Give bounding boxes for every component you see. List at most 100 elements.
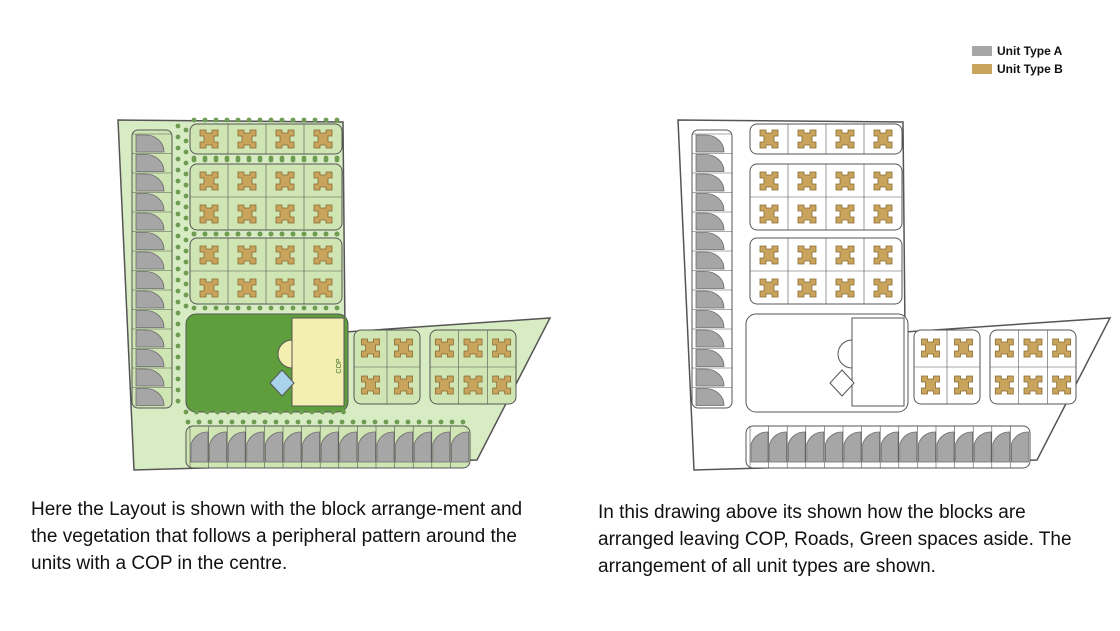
tree bbox=[218, 419, 224, 425]
tree bbox=[183, 171, 189, 177]
tree bbox=[183, 248, 189, 254]
unit-type-a bbox=[695, 349, 725, 367]
tree bbox=[301, 117, 307, 123]
unit-type-b bbox=[199, 129, 219, 149]
tree bbox=[301, 231, 307, 237]
unit-type-b bbox=[199, 171, 219, 191]
unit-type-b bbox=[873, 129, 893, 149]
unit-type-a bbox=[320, 431, 339, 463]
unit-type-b bbox=[492, 338, 512, 358]
unit-type-a bbox=[695, 388, 725, 406]
unit-type-b bbox=[275, 245, 295, 265]
tree bbox=[204, 409, 210, 415]
unit-type-a bbox=[1011, 431, 1029, 463]
unit-type-a bbox=[135, 154, 165, 172]
tree bbox=[290, 231, 296, 237]
tree bbox=[175, 266, 181, 272]
tree bbox=[175, 332, 181, 338]
unit-type-a bbox=[806, 431, 825, 463]
unit-type-b bbox=[361, 375, 380, 395]
tree bbox=[323, 231, 329, 237]
unit-type-a bbox=[413, 431, 432, 463]
tree bbox=[175, 310, 181, 316]
unit-type-b bbox=[1023, 338, 1043, 358]
tree bbox=[330, 409, 336, 415]
tree bbox=[191, 231, 197, 237]
tree bbox=[306, 419, 312, 425]
unit-type-a bbox=[695, 251, 725, 270]
tree bbox=[213, 117, 219, 123]
tree bbox=[323, 117, 329, 123]
legend-item-unit-type-b: Unit Type B bbox=[972, 60, 1063, 78]
tree bbox=[246, 409, 252, 415]
tree bbox=[175, 299, 181, 305]
tree bbox=[361, 419, 367, 425]
unit-type-a bbox=[899, 431, 918, 463]
tree bbox=[235, 305, 241, 311]
tree bbox=[175, 222, 181, 228]
unit-type-b bbox=[492, 375, 512, 395]
unit-type-b bbox=[434, 338, 454, 358]
unit-type-b bbox=[835, 204, 855, 224]
tree bbox=[183, 182, 189, 188]
unit-type-a bbox=[135, 193, 165, 211]
tree bbox=[225, 409, 231, 415]
tree bbox=[175, 365, 181, 371]
caption-right: In this drawing above its shown how the … bbox=[598, 502, 1072, 577]
tree bbox=[328, 419, 334, 425]
legend: Unit Type A Unit Type B bbox=[972, 42, 1063, 78]
tree bbox=[438, 419, 444, 425]
cop-building-curve bbox=[277, 339, 293, 369]
tree bbox=[224, 305, 230, 311]
unit-type-a bbox=[135, 271, 165, 289]
tree bbox=[185, 419, 191, 425]
unit-type-b bbox=[797, 129, 817, 149]
unit-type-b bbox=[797, 171, 817, 191]
unit-type-a bbox=[246, 431, 265, 463]
unit-type-b bbox=[873, 245, 893, 265]
unit-type-b bbox=[275, 278, 295, 298]
tree bbox=[262, 419, 268, 425]
unit-type-a bbox=[339, 431, 358, 463]
tree bbox=[191, 157, 197, 163]
tree bbox=[312, 117, 318, 123]
tree bbox=[334, 117, 340, 123]
water-feature bbox=[269, 369, 295, 397]
unit-type-a bbox=[955, 431, 973, 463]
tree bbox=[175, 277, 181, 283]
legend-label-unit-type-a: Unit Type A bbox=[997, 44, 1063, 58]
unit-type-a bbox=[936, 431, 955, 463]
tree bbox=[191, 117, 197, 123]
unit-type-b bbox=[759, 278, 779, 298]
tree bbox=[183, 127, 189, 133]
tree bbox=[213, 305, 219, 311]
tree bbox=[279, 305, 285, 311]
tree bbox=[196, 419, 202, 425]
tree bbox=[175, 134, 181, 140]
tree bbox=[224, 231, 230, 237]
unit-type-a bbox=[135, 173, 165, 192]
unit-type-b bbox=[275, 171, 295, 191]
tree bbox=[427, 419, 433, 425]
water-feature bbox=[829, 369, 855, 397]
tree bbox=[449, 419, 455, 425]
tree bbox=[183, 409, 189, 415]
unit-type-a bbox=[135, 329, 165, 348]
tree bbox=[175, 167, 181, 173]
tree bbox=[183, 259, 189, 265]
tree bbox=[257, 157, 263, 163]
unit-type-b bbox=[199, 278, 219, 298]
tree bbox=[175, 387, 181, 393]
tree bbox=[175, 343, 181, 349]
unit-type-a bbox=[395, 431, 413, 463]
unit-type-a bbox=[265, 431, 283, 463]
unit-type-a bbox=[227, 431, 246, 463]
tree bbox=[290, 305, 296, 311]
tree bbox=[278, 409, 283, 415]
unit-type-a bbox=[918, 431, 936, 463]
tree bbox=[240, 419, 246, 425]
legend-swatch-unit-type-a bbox=[972, 46, 992, 56]
unit-type-b bbox=[873, 278, 893, 298]
unit-type-b bbox=[797, 245, 817, 265]
unit-type-b bbox=[237, 129, 257, 149]
